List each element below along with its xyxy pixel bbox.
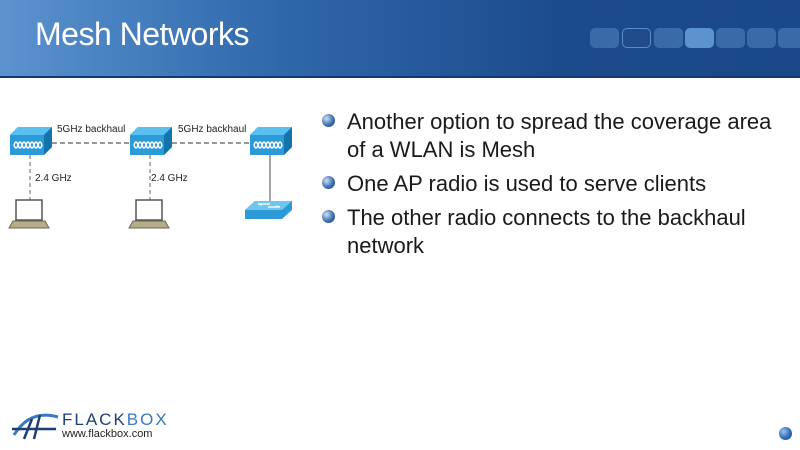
bullet-item: One AP radio is used to serve clients <box>322 170 782 198</box>
bullet-icon <box>322 176 335 189</box>
bullet-list: Another option to spread the coverage ar… <box>322 108 782 266</box>
slide-nav-box[interactable] <box>778 28 800 48</box>
laptop-icon <box>128 199 170 229</box>
slide-nav-box-active[interactable] <box>685 28 714 48</box>
backhaul-label: 5GHz backhaul <box>178 124 247 135</box>
bullet-icon <box>322 210 335 223</box>
slide-header: Mesh Networks <box>0 0 800 78</box>
bullet-item: Another option to spread the coverage ar… <box>322 108 782 164</box>
brand-name: FLACKBOX <box>62 410 169 429</box>
slide-indicator-icon <box>779 427 792 440</box>
laptop-icon <box>8 199 50 229</box>
bullet-item: The other radio connects to the backhaul… <box>322 204 782 260</box>
slide-nav-box[interactable] <box>654 28 683 48</box>
access-point-icon <box>9 126 53 156</box>
mesh-diagram <box>8 126 293 229</box>
slide-nav-box[interactable] <box>716 28 745 48</box>
bullet-text: One AP radio is used to serve clients <box>347 171 707 196</box>
slide-nav-box[interactable] <box>622 28 651 48</box>
switch-icon <box>245 201 292 219</box>
client-band-label: 2.4 GHz <box>151 173 188 184</box>
slide-title: Mesh Networks <box>35 16 250 52</box>
bullet-icon <box>322 114 335 127</box>
slide-nav-box[interactable] <box>590 28 619 48</box>
bullet-text: Another option to spread the coverage ar… <box>347 109 772 162</box>
bullet-text: The other radio connects to the backhaul… <box>347 205 746 258</box>
access-point-icon <box>129 126 173 156</box>
flackbox-logo-icon <box>12 413 59 440</box>
slide-nav-box[interactable] <box>747 28 776 48</box>
client-band-label: 2.4 GHz <box>35 173 72 184</box>
brand-url[interactable]: www.flackbox.com <box>62 428 153 440</box>
backhaul-label: 5GHz backhaul <box>57 124 126 135</box>
access-point-icon <box>249 126 293 156</box>
